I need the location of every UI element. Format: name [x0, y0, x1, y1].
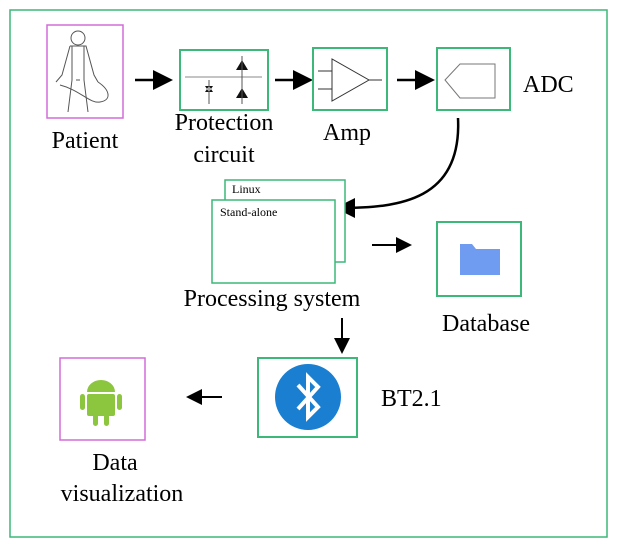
protection-node: Protection circuit [175, 49, 274, 168]
patient-label: Patient [52, 128, 119, 154]
amp-node: Amp [312, 47, 388, 146]
standalone-box [211, 199, 336, 284]
android-icon [80, 380, 122, 426]
outer-frame [9, 9, 608, 538]
processing-label: Processing system [184, 286, 361, 312]
bt-label: BT2.1 [381, 386, 442, 412]
standalone-label: Stand-alone [220, 205, 277, 219]
visualization-label-line2: visualization [61, 481, 184, 507]
diode-circuit-icon [185, 56, 262, 104]
database-label: Database [442, 311, 530, 337]
protection-label-line2: circuit [193, 142, 255, 168]
folder-icon [460, 244, 500, 275]
linux-label: Linux [232, 182, 261, 196]
bluetooth-icon [275, 364, 341, 430]
bt-node: BT2.1 [257, 357, 442, 438]
adc-label: ADC [523, 72, 574, 98]
human-figure-icon [55, 30, 109, 113]
arrow-adc-processing [335, 117, 460, 218]
adc-chip-icon [444, 63, 496, 99]
database-node: Database [436, 221, 530, 337]
visualization-node: Data visualization [59, 357, 184, 507]
protection-label-line1: Protection [175, 110, 274, 136]
patient-node: Patient [46, 24, 124, 154]
visualization-label-line1: Data [92, 450, 138, 476]
amp-label: Amp [323, 120, 371, 146]
processing-node: Linux Stand-alone Processing system [184, 179, 361, 312]
adc-node: ADC [436, 47, 574, 111]
amplifier-icon [318, 58, 382, 102]
